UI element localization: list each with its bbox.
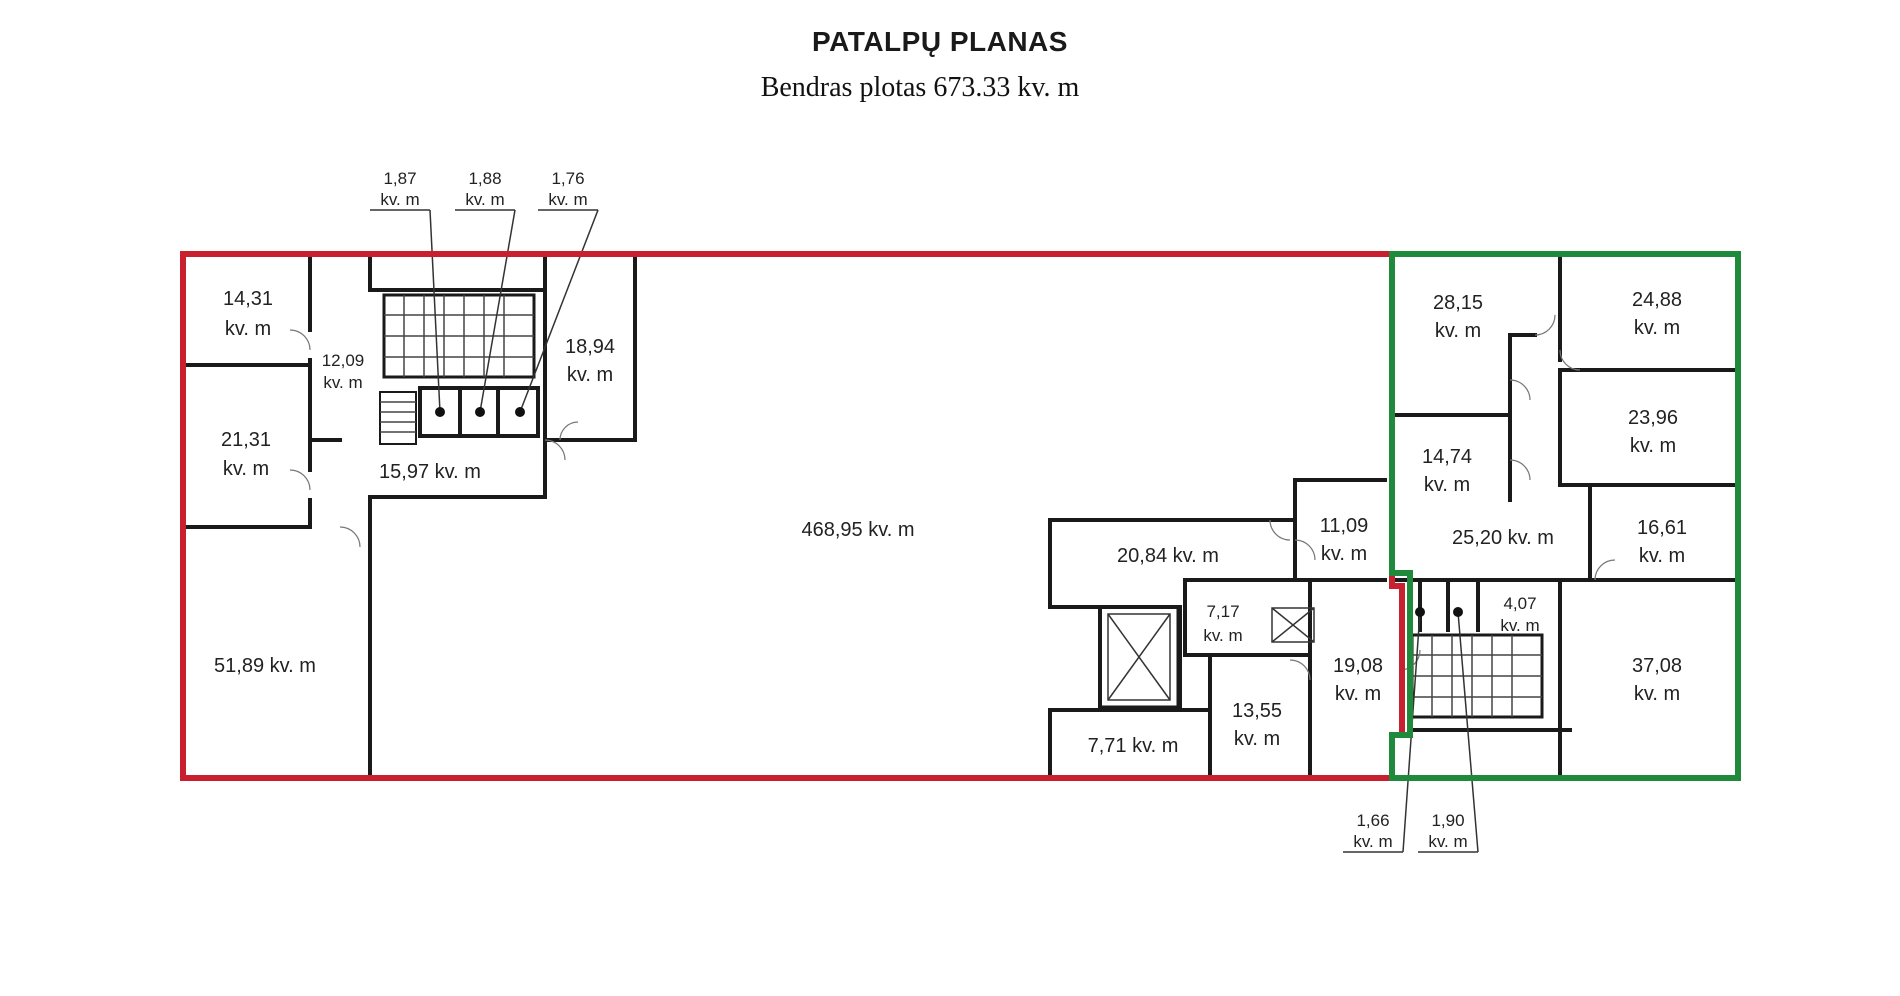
staircase-right: [1410, 633, 1544, 719]
room-unit: kv. m: [567, 364, 613, 386]
room-label: 16,61: [1637, 517, 1687, 539]
room-label: 468,95 kv. m: [801, 519, 914, 541]
room-unit: kv. m: [1335, 683, 1381, 705]
room-unit: kv. m: [223, 458, 269, 480]
callout-label: 1,87: [383, 169, 416, 188]
room-label: 11,09: [1320, 515, 1369, 537]
room-label: 19,08: [1333, 655, 1383, 677]
callout-label: 1,90: [1431, 811, 1464, 830]
room-unit: kv. m: [225, 318, 271, 340]
red-zone-outline: [180, 251, 1405, 781]
callout-unit: kv. m: [380, 190, 419, 209]
room-label: 21,31: [221, 429, 271, 451]
room-unit: kv. m: [1634, 683, 1680, 705]
plan-title: PATALPŲ PLANAS: [812, 26, 1068, 57]
room-label: 24,88: [1632, 289, 1682, 311]
room-label: 23,96: [1628, 407, 1678, 429]
room-label: 14,74: [1422, 446, 1472, 468]
staircase-left: [379, 293, 536, 445]
door-swings: [289, 314, 1616, 681]
room-label: 15,97 kv. m: [379, 461, 481, 483]
callout-label: 1,66: [1356, 811, 1389, 830]
room-unit: kv. m: [323, 373, 362, 392]
room-label: 20,84 kv. m: [1117, 545, 1219, 567]
callout-label: 1,88: [468, 169, 501, 188]
elevator-icon: [1107, 607, 1315, 701]
callout-unit: kv. m: [1428, 832, 1467, 851]
room-label: 13,55: [1232, 700, 1282, 722]
dashed-partitions: [370, 256, 637, 499]
room-label: 12,09: [322, 351, 365, 370]
room-label: 4,07: [1503, 594, 1536, 613]
callout-unit: kv. m: [1353, 832, 1392, 851]
room-unit: kv. m: [1234, 728, 1280, 750]
green-zone-outline: [1389, 251, 1741, 781]
room-label: 37,08: [1632, 655, 1682, 677]
callout-labels: 1,87 kv. m 1,88 kv. m 1,76 kv. m 1,66 kv…: [380, 169, 1467, 851]
room-label: 7,71 kv. m: [1088, 735, 1179, 757]
plan-subtitle: Bendras plotas 673.33 kv. m: [760, 72, 1080, 103]
room-unit: kv. m: [1639, 545, 1685, 567]
callout-dots: [435, 407, 1463, 617]
room-unit: kv. m: [1634, 317, 1680, 339]
room-label: 28,15: [1433, 292, 1483, 314]
room-unit: kv. m: [1435, 320, 1481, 342]
room-label: 14,31: [223, 288, 273, 310]
room-label: 7,17: [1206, 602, 1239, 621]
room-unit: kv. m: [1424, 474, 1470, 496]
room-unit: kv. m: [1630, 435, 1676, 457]
room-unit: kv. m: [1203, 626, 1242, 645]
room-unit: kv. m: [1500, 616, 1539, 635]
callout-unit: kv. m: [465, 190, 504, 209]
callout-unit: kv. m: [548, 190, 587, 209]
callout-label: 1,76: [551, 169, 584, 188]
room-label: 51,89 kv. m: [214, 655, 316, 677]
room-unit: kv. m: [1321, 543, 1367, 565]
room-labels: 14,31 kv. m 21,31 kv. m 51,89 kv. m 12,0…: [214, 288, 1687, 757]
room-label: 25,20 kv. m: [1452, 527, 1554, 549]
room-label: 18,94: [565, 336, 615, 358]
